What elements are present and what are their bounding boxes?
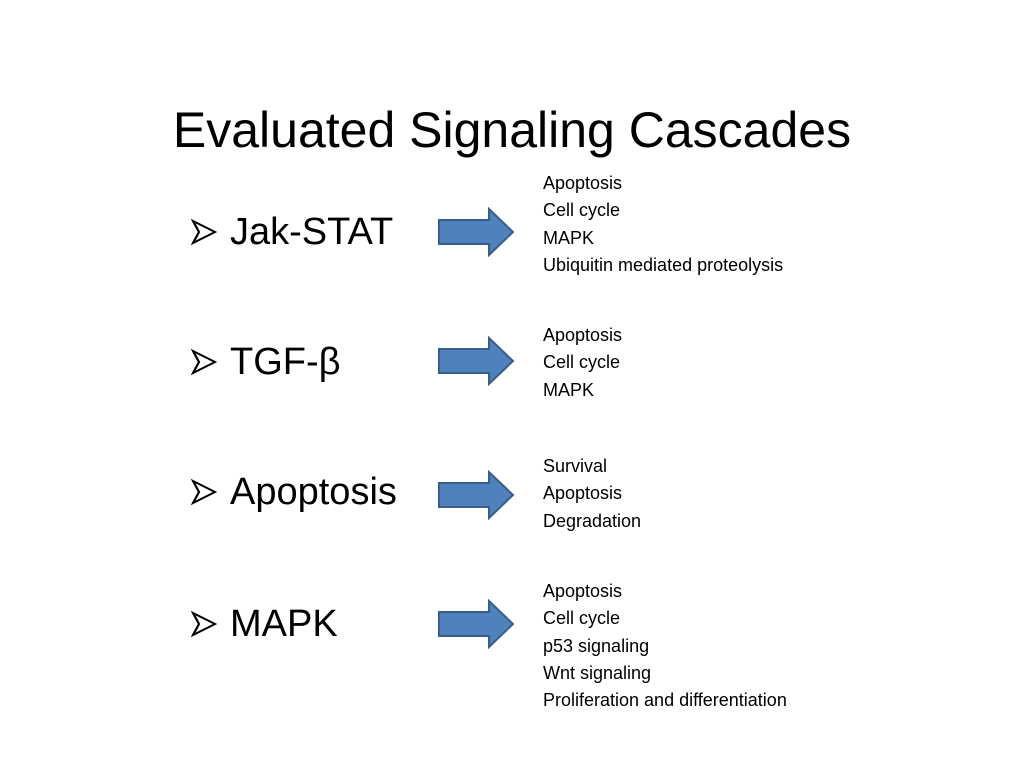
outcome-item: Proliferation and differentiation	[543, 690, 787, 711]
arrow-bullet-icon	[184, 606, 224, 642]
outcome-item: Apoptosis	[543, 173, 623, 193]
outcome-list: Survival Apoptosis Degradation	[543, 453, 641, 535]
outcome-item: Survival	[543, 456, 608, 476]
pathway-label: Jak-STAT	[230, 211, 394, 253]
outcome-item: Apoptosis	[543, 483, 623, 504]
arrow-bullet-icon	[184, 474, 224, 510]
outcome-item: Apoptosis	[543, 581, 623, 601]
outcome-item: Ubiquitin mediated proteolysis	[543, 254, 784, 275]
right-block-arrow-icon	[438, 599, 515, 649]
outcome-item: MAPK	[543, 227, 595, 248]
outcome-item: p53 signaling	[543, 635, 650, 656]
outcome-item: Apoptosis	[543, 325, 623, 345]
right-block-arrow-icon	[438, 207, 515, 257]
outcome-item: Cell cycle	[543, 608, 621, 629]
pathway-label: TGF-β	[230, 341, 341, 383]
slide-title: Evaluated Signaling Cascades	[172, 101, 852, 158]
arrow-bullet-icon	[184, 344, 224, 380]
outcome-list: Apoptosis Cell cycle MAPK	[543, 322, 622, 404]
outcome-item: Degradation	[543, 510, 642, 531]
outcome-list: Apoptosis Cell cycle MAPK Ubiquitin medi…	[543, 170, 783, 279]
outcome-item: Cell cycle	[543, 200, 621, 221]
pathway-label: MAPK	[230, 603, 338, 645]
right-block-arrow-icon	[438, 336, 515, 386]
outcome-list: Apoptosis Cell cycle p53 signaling Wnt s…	[543, 578, 787, 714]
outcome-item: Cell cycle	[543, 352, 621, 373]
pathway-label: Apoptosis	[230, 471, 397, 513]
arrow-bullet-icon	[184, 214, 224, 250]
right-block-arrow-icon	[438, 470, 515, 520]
outcome-item: Wnt signaling	[543, 662, 652, 683]
outcome-item: MAPK	[543, 379, 595, 400]
